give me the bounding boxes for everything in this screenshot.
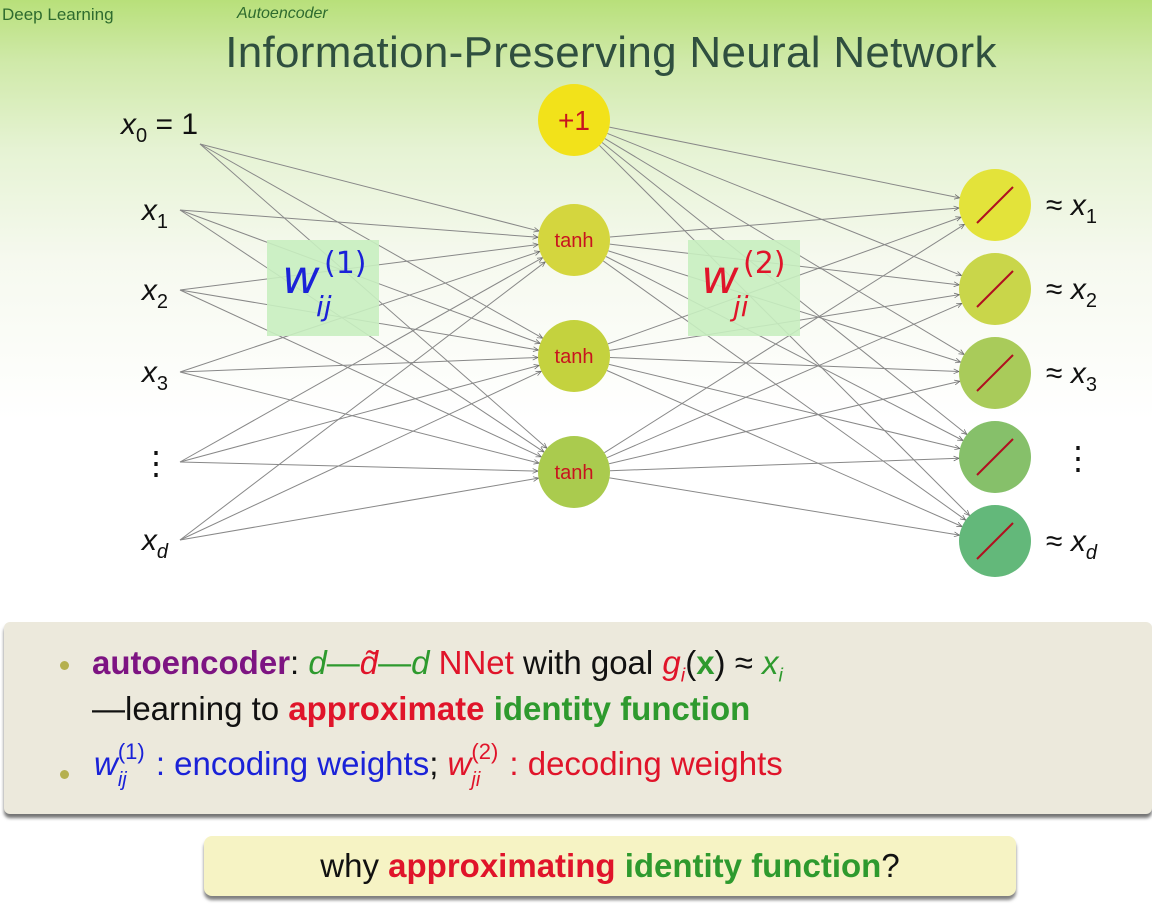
decoding-weight-symbol: w(2)ji [701,246,786,323]
identity-function-word: identity function [624,847,882,884]
network-diagram: +1 tanh tanh tanh x0 = 1 x1 x2 x3 ⋮ xd ≈ x1 ≈ x2 ≈ x… [119,84,1098,577]
approximate-word: approximate [288,690,485,727]
bullet-marker [60,770,69,779]
linear-activation-icon [976,438,1014,476]
dim-d-tilde: d̃ [359,644,379,681]
edge [609,356,959,371]
dash: — [378,644,412,681]
node-group: +1 tanh tanh tanh x0 = 1 x1 x2 x3 ⋮ xd ≈ x1 ≈ x2 ≈ x… [119,84,1098,577]
input-ellipsis: ⋮ [140,445,172,481]
bullet-weights: w(1)ij: encoding weights; w(2)ji: decodi… [94,739,783,791]
edge [179,209,538,237]
edge [179,262,545,541]
edge [179,289,541,458]
edge [604,224,964,454]
semicolon: ; [429,745,439,782]
breadcrumb-subsection: Autoencoder [237,5,328,22]
w2-superscript: (2) [471,739,499,764]
paren: ( [685,644,697,681]
linear-activation-icon [976,270,1014,308]
decoding-weights-text: : decoding weights [509,745,783,782]
learning-text: —learning to [92,690,289,727]
edge [179,461,538,471]
w1-symbol: w [94,745,118,782]
decoding-weight-box [688,240,800,336]
edge [606,302,962,459]
linear-activation-icon [976,354,1014,392]
output-node-label: ≈ x1 [1046,189,1097,228]
bullet-marker [60,661,69,670]
hidden-node-label: tanh [555,346,594,368]
edge [608,381,960,465]
edge [607,132,961,275]
g-subscript: i [680,664,686,687]
output-node-label: ≈ x3 [1046,357,1097,396]
output-node-label: ≈ xd [1046,525,1098,564]
input-node-label: x3 [140,356,168,395]
edge [199,143,539,231]
w1-subscript: ij [117,769,127,791]
edge [179,370,541,541]
encoding-weight-box [267,240,379,336]
input-node-label: x2 [140,274,168,313]
w1-superscript: (1) [117,739,145,764]
edge [179,478,539,541]
x-vector: x [696,644,715,681]
hidden-node [538,436,610,508]
encoding-weight-symbol: w(1)ij [282,246,367,323]
edge [179,365,539,463]
hidden-node-label: tanh [555,230,594,252]
hidden-node [538,320,610,392]
edge [608,363,960,448]
bullet-autoencoder: autoencoder: d—d̃—d NNet with goal gi(x)… [92,644,783,688]
w2-symbol: w [447,745,472,782]
summary-panel [4,622,1152,814]
hidden-node-label: tanh [555,462,594,484]
output-node-label: ≈ x2 [1046,273,1097,312]
xi-symbol: x [762,644,779,681]
dim-d: d [308,644,327,681]
question-box: why approximating identity function? [204,836,1016,896]
nnet-label: NNet [429,644,514,681]
input-node-label: xd [140,524,169,563]
edge [609,458,959,472]
input-node-label: x1 [140,194,168,233]
breadcrumb-section: Deep Learning [2,5,114,24]
question-mark: ? [881,847,900,884]
edge [179,371,539,463]
w2-subscript: ji [471,769,481,791]
dash: — [326,644,360,681]
output-ellipsis: ⋮ [1062,440,1094,476]
goal-text: with goal [513,644,663,681]
input-node-label: x0 = 1 [119,108,198,147]
edge [602,260,965,520]
edge [609,477,960,535]
linear-activation-icon [976,522,1014,560]
g-symbol: g [662,644,681,681]
approx-symbol: ≈ [725,644,762,681]
edge [179,357,538,373]
hidden-node [538,204,610,276]
xi-subscript: i [778,664,783,687]
colon: : [290,644,300,681]
edge [609,208,959,238]
bullet-autoencoder-line2: —learning to approximate identity functi… [92,690,750,728]
edge [605,256,963,441]
paren: ) [714,644,726,681]
page-title: Information-Preserving Neural Network [225,28,997,77]
why-word: why [320,847,389,884]
edge [606,370,962,527]
edge [609,126,959,198]
bias-node-label: +1 [558,105,590,136]
dim-d: d [411,644,430,681]
encoding-weights-text: : encoding weights [155,745,430,782]
identity-function-phrase: identity function [493,690,751,727]
approximating-word: approximating [388,847,616,884]
edge [179,257,543,463]
linear-activation-icon [976,186,1014,224]
term-autoencoder: autoencoder [92,644,291,681]
bias-node [538,84,610,156]
